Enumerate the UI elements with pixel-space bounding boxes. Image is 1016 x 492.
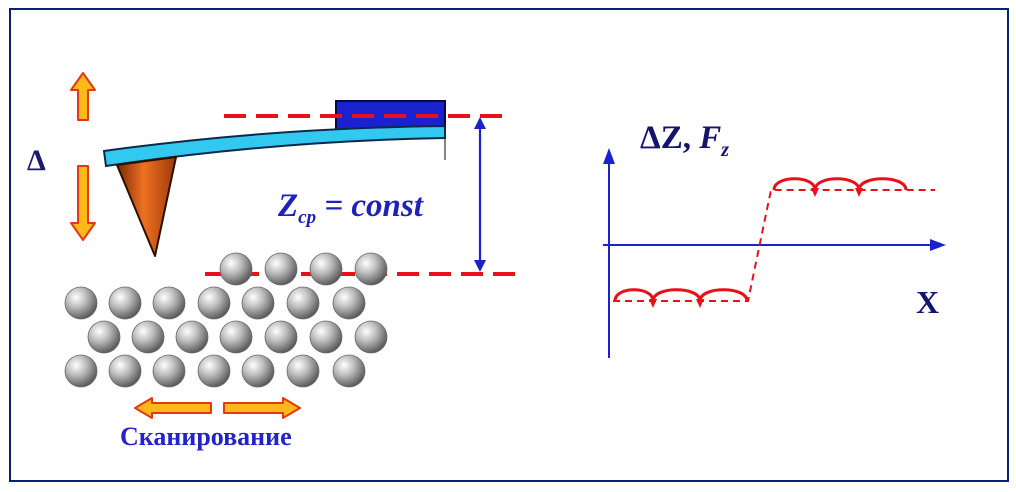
signal-low-cusp-1	[649, 299, 657, 308]
left-right-arrow-icon	[134, 397, 301, 419]
z-symbol: Z	[278, 188, 299, 224]
y-axis-label-part2: F	[699, 120, 722, 156]
atom-7	[152, 286, 186, 320]
atom-13	[131, 320, 165, 354]
atom-15	[219, 320, 253, 354]
atom-18	[354, 320, 388, 354]
probe-tip	[116, 156, 177, 257]
atom-9	[241, 286, 275, 320]
atom-10	[286, 286, 320, 320]
down-arrow-icon	[70, 165, 96, 241]
z-rest: = const	[316, 188, 423, 224]
atom-19	[64, 354, 98, 388]
y-axis-label-subscript: z	[721, 139, 730, 161]
y-axis-label-part1: ΔZ,	[640, 120, 700, 156]
atom-20	[108, 354, 142, 388]
delta-label: Δ	[27, 144, 46, 177]
atom-2	[264, 252, 298, 286]
z-const-label: Zcp = const	[278, 188, 423, 228]
atom-25	[332, 354, 366, 388]
z-distance-arrow	[474, 117, 486, 272]
atom-23	[241, 354, 275, 388]
atom-4	[354, 252, 388, 286]
diagram-frame	[9, 8, 1009, 482]
atom-12	[87, 320, 121, 354]
signal-dashed-trend	[613, 189, 935, 302]
atom-11	[332, 286, 366, 320]
x-axis-label: X	[916, 284, 940, 320]
signal-high-arcs	[772, 177, 908, 191]
atom-1	[219, 252, 253, 286]
sample-atoms	[64, 252, 388, 388]
up-arrow-icon	[70, 72, 96, 121]
atom-17	[309, 320, 343, 354]
atom-3	[309, 252, 343, 286]
signal-low-cusp-2	[696, 299, 704, 308]
atom-5	[64, 286, 98, 320]
atom-6	[108, 286, 142, 320]
scan-right-arrow-icon	[223, 397, 301, 419]
y-axis-arrowhead	[603, 148, 615, 164]
scan-left-arrow-icon	[134, 397, 212, 419]
signal-axes	[603, 148, 946, 358]
signal-high-cusp-1	[811, 188, 819, 197]
atom-16	[264, 320, 298, 354]
signal-high-cusp-2	[855, 188, 863, 197]
atom-22	[197, 354, 231, 388]
atom-8	[197, 286, 231, 320]
up-down-arrow-icon	[70, 72, 96, 241]
atom-21	[152, 354, 186, 388]
scan-label: Сканирование	[120, 422, 292, 451]
atom-24	[286, 354, 320, 388]
y-axis-label: ΔZ, Fz	[640, 120, 730, 161]
signal-plot	[613, 177, 935, 308]
z-subscript: cp	[298, 207, 317, 228]
signal-low-arcs	[613, 288, 749, 302]
atom-14	[175, 320, 209, 354]
x-axis-arrowhead	[930, 239, 946, 251]
